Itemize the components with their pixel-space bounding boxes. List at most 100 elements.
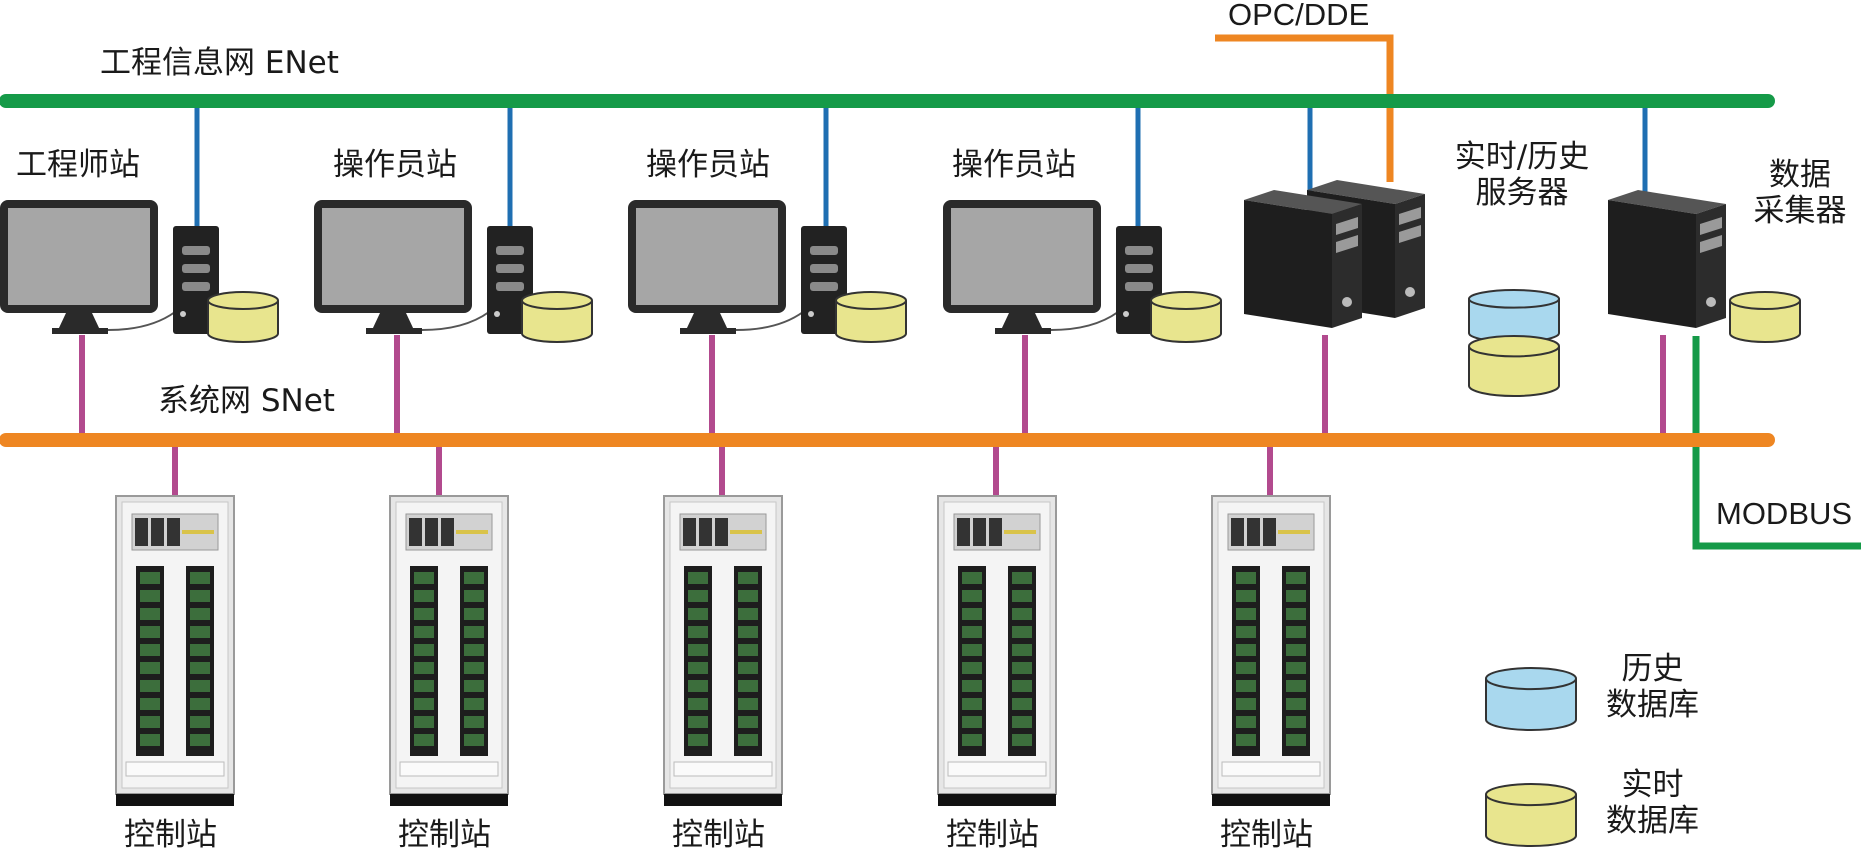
realtime-db-icon: [207, 291, 279, 343]
monitor-screen: [636, 208, 778, 305]
power-led: [808, 311, 814, 317]
io-module: [464, 608, 484, 620]
io-module: [1286, 626, 1306, 638]
cable: [421, 311, 490, 331]
drive-bay: [810, 246, 838, 255]
network-nodes: [0, 180, 1801, 847]
cabinet-base: [116, 794, 234, 806]
io-module: [962, 734, 982, 746]
legend-realtime-line2: 数据库: [1606, 802, 1699, 839]
legend-history-db-icon: [1485, 667, 1577, 731]
server-label: 实时/历史 服务器: [1442, 139, 1602, 211]
drive-bay: [1125, 246, 1153, 255]
io-module: [1286, 662, 1306, 674]
operator-station: [943, 200, 1222, 343]
drive-bay: [1700, 235, 1722, 253]
io-module: [1012, 644, 1032, 656]
io-module: [414, 680, 434, 692]
data-collector: [1608, 190, 1726, 328]
control-station-label: 控制站: [398, 817, 491, 853]
drive-bay: [1125, 282, 1153, 291]
terminal-rail: [1278, 530, 1310, 534]
io-module: [414, 572, 434, 584]
server-realtime-db-icon: [1468, 335, 1560, 397]
io-module: [688, 734, 708, 746]
io-module: [140, 644, 160, 656]
drive-bay: [810, 264, 838, 273]
monitor-screen: [8, 208, 150, 305]
io-module: [140, 572, 160, 584]
cabinet-plinth: [673, 761, 773, 777]
legend-realtime-db-icon: [1485, 783, 1577, 847]
drive-bay: [182, 264, 210, 273]
server-top: [1244, 190, 1362, 214]
io-module: [688, 716, 708, 728]
io-module: [962, 644, 982, 656]
monitor-base: [52, 328, 108, 334]
operator-station: [314, 200, 593, 343]
io-module: [1236, 572, 1256, 584]
io-module: [140, 716, 160, 728]
cabinet-plinth: [1221, 761, 1321, 777]
io-module: [738, 644, 758, 656]
power-module: [683, 518, 696, 546]
io-module: [140, 680, 160, 692]
power-module: [715, 518, 728, 546]
server-label-line2: 服务器: [1475, 174, 1569, 211]
drive-bay: [810, 282, 838, 291]
power-button: [1405, 287, 1415, 297]
collector-label: 数据 采集器: [1745, 157, 1855, 229]
cabinet-base: [938, 794, 1056, 806]
io-module: [190, 644, 210, 656]
io-module: [688, 698, 708, 710]
monitor-base: [680, 328, 736, 334]
io-module: [688, 662, 708, 674]
io-module: [738, 590, 758, 602]
power-led: [1123, 311, 1129, 317]
monitor-stand: [372, 313, 414, 330]
drive-bay: [1336, 235, 1358, 253]
io-module: [1012, 608, 1032, 620]
monitor-screen: [322, 208, 464, 305]
drive-bay: [496, 264, 524, 273]
io-module: [190, 590, 210, 602]
power-module: [167, 518, 180, 546]
io-module: [1236, 590, 1256, 602]
cable: [107, 311, 176, 331]
io-module: [1286, 572, 1306, 584]
io-module: [688, 590, 708, 602]
io-module: [414, 716, 434, 728]
power-module: [441, 518, 454, 546]
io-module: [464, 626, 484, 638]
snet-label: 系统网 SNet: [158, 383, 335, 419]
control-cabinet: [937, 495, 1057, 806]
io-module: [1236, 662, 1256, 674]
power-led: [180, 311, 186, 317]
power-module: [989, 518, 1002, 546]
terminal-rail: [1004, 530, 1036, 534]
power-module: [425, 518, 438, 546]
io-module: [1286, 608, 1306, 620]
io-module: [1286, 734, 1306, 746]
power-module: [409, 518, 422, 546]
opc-dde-line: [1215, 34, 1394, 182]
io-module: [962, 716, 982, 728]
io-module: [1236, 644, 1256, 656]
engineer-station: [0, 200, 279, 343]
realtime-db-icon: [521, 291, 593, 343]
io-module: [1236, 626, 1256, 638]
server-front: [1696, 204, 1726, 328]
cabinet-base: [664, 794, 782, 806]
control-cabinet: [115, 495, 235, 806]
collector-label-line1: 数据: [1769, 157, 1831, 193]
server-front: [1332, 204, 1362, 328]
io-module: [140, 662, 160, 674]
operator-station: [628, 200, 907, 343]
monitor-stand: [58, 313, 100, 330]
realtime-server: [1244, 190, 1362, 328]
control-cabinet: [389, 495, 509, 806]
io-module: [962, 572, 982, 584]
engineer-station-label: 工程师站: [16, 147, 140, 183]
control-station-label: 控制站: [672, 817, 765, 853]
